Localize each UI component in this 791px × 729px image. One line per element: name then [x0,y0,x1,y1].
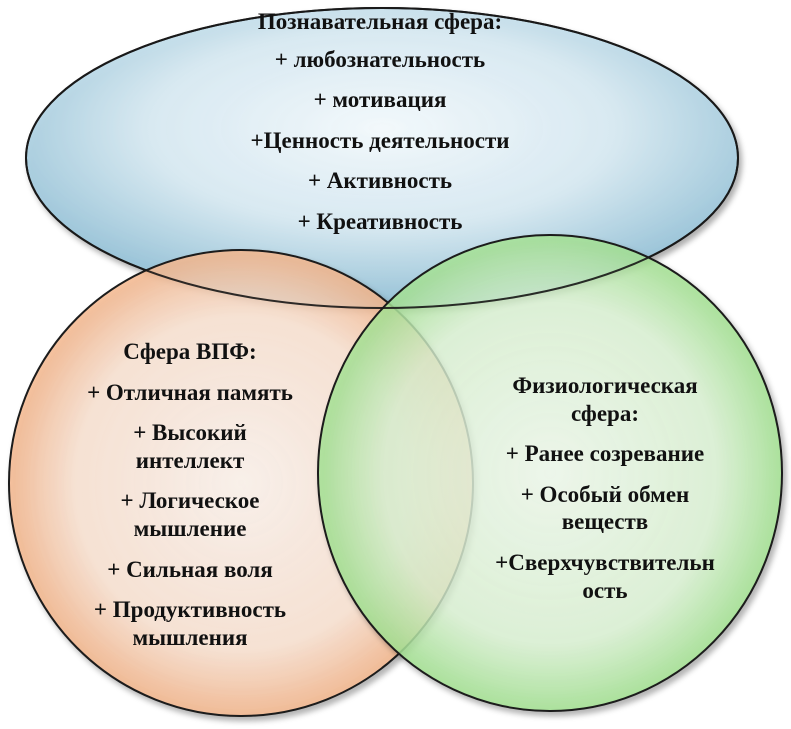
vpf-item: + Высокий [133,420,247,446]
vpf-item-continuation: мышления [132,624,248,650]
cognitive-item: + любознательность [274,46,486,72]
physiological-sphere-text: Физиологическая сфера: + Ранее созревани… [455,372,755,617]
vpf-item-continuation: интеллект [135,447,245,473]
cognitive-sphere-title: Познавательная сфера: [257,9,503,34]
physiological-item-continuation: ость [582,577,628,603]
physiological-item: +Сверхчувствительн [495,549,715,575]
vpf-item: + Продуктивность [93,597,287,623]
vpf-item-continuation: мышление [133,515,247,541]
physiological-item: + Ранее созревание [505,441,705,467]
cognitive-item: + мотивация [313,87,447,113]
physiological-sphere-circle [317,234,783,712]
cognitive-item: + Активность [307,168,453,194]
physiological-sphere-title: Физиологическая [512,373,698,398]
physiological-item: + Особый обмен [520,481,690,507]
vpf-sphere-title: Сфера ВПФ: [123,339,257,364]
physiological-sphere-title-continuation: сфера: [571,400,639,426]
vpf-item: + Отличная память [87,379,293,405]
cognitive-item: + Креативность [297,208,463,234]
vpf-item: + Сильная воля [107,556,273,582]
vpf-item: + Логическое [120,488,260,514]
vpf-sphere-text: Сфера ВПФ: + Отличная память + Высокий и… [50,338,330,664]
physiological-item-continuation: веществ [561,509,649,535]
cognitive-sphere-text: Познавательная сфера: + любознательность… [130,8,630,249]
cognitive-sphere-outline [25,7,739,309]
cognitive-item: +Ценность деятельности [250,127,510,153]
